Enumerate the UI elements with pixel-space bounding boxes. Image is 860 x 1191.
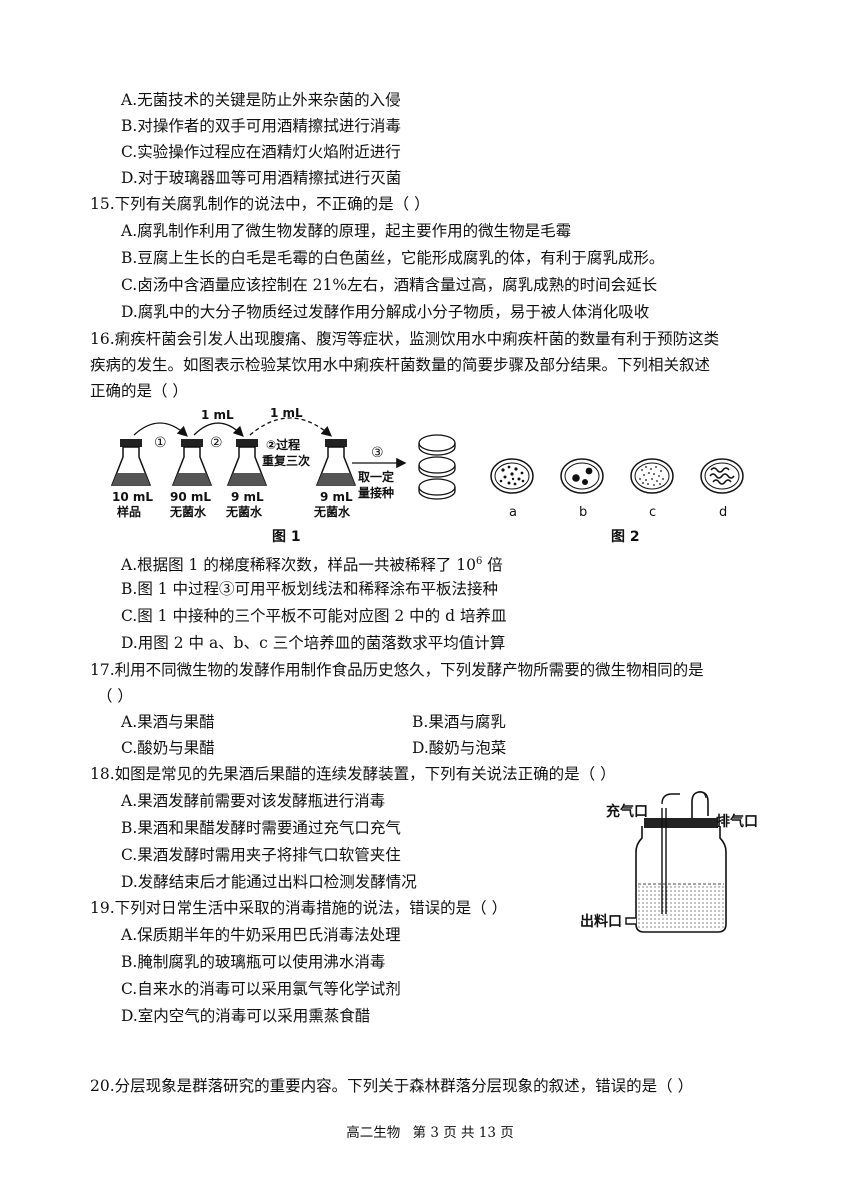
- q14-option-d: D.对于玻璃器皿等可用酒精擦拭进行灭菌: [121, 169, 402, 187]
- q16-option-a: A.根据图 1 的梯度稀释次数，样品一共被稀释了 106 倍: [121, 552, 503, 575]
- q16-option-a-exponent: 6: [476, 556, 483, 567]
- label-step2-repeat-a: ②过程: [266, 437, 300, 452]
- q19-option-c: C.自来水的消毒可以采用氯气等化学试剂: [121, 980, 401, 998]
- q15-option-b: B.豆腐上生长的白毛是毛霉的白色菌丝，它能形成腐乳的体，有利于腐乳成形。: [121, 249, 665, 267]
- petri-dish-c: [630, 458, 674, 494]
- dish-label-b: b: [579, 505, 587, 520]
- q15-option-c: C.卤汤中含酒量应该控制在 21%左右，酒精含量过高，腐乳成熟的时间会延长: [121, 276, 658, 294]
- q17-option-c: C.酸奶与果醋: [121, 739, 215, 757]
- q19-option-b: B.腌制腐乳的玻璃瓶可以使用沸水消毒: [121, 953, 386, 971]
- q15-option-d: D.腐乳中的大分子物质经过发酵作用分解成小分子物质，易于被人体消化吸收: [121, 303, 650, 321]
- arrow-repeat: [249, 417, 332, 437]
- label-step2: ②: [210, 435, 223, 451]
- flask-9ml-b: [315, 439, 357, 486]
- flask-9ml-b-volume: 9 mL: [320, 490, 353, 504]
- label-step3: ③: [371, 445, 384, 461]
- q17-option-d: D.酸奶与泡菜: [412, 739, 507, 757]
- flask-9ml-a-volume: 9 mL: [231, 490, 264, 504]
- q17-stem-line2: （ ）: [97, 687, 133, 705]
- flask-9ml-a: [226, 439, 268, 486]
- inoculated-plate-middle: [418, 456, 456, 478]
- liquid: [638, 884, 724, 930]
- q15-stem: 15.下列有关腐乳制作的说法中，不正确的是（ ）: [90, 195, 430, 213]
- arrow-step1: [133, 422, 188, 437]
- flask-sample: [110, 439, 152, 486]
- petri-dish-b: [560, 458, 604, 494]
- arrow-step2: [193, 422, 244, 437]
- label-1ml-b: 1 mL: [270, 406, 303, 420]
- q16-option-c: C.图 1 中接种的三个平板不可能对应图 2 中的 d 培养皿: [121, 607, 507, 625]
- label-discharge: 出料口: [580, 913, 622, 930]
- q14-option-c: C.实验操作过程应在酒精灯火焰附近进行: [121, 143, 401, 161]
- dish-label-a: a: [509, 505, 517, 520]
- q14-option-b: B.对操作者的双手可用酒精擦拭进行消毒: [121, 117, 401, 135]
- figure1-caption: 图 1: [272, 529, 301, 545]
- flask-90ml-label: 无菌水: [169, 504, 207, 519]
- q16-stem-line2: 疾病的发生。如图表示检验某饮用水中痢疾杆菌数量的简要步骤及部分结果。下列相关叙述: [90, 356, 711, 374]
- label-step1: ①: [154, 435, 167, 451]
- page-footer: 高二生物 第 3 页 共 13 页: [0, 1124, 860, 1142]
- label-step2-repeat-b: 重复三次: [262, 453, 310, 468]
- petri-dish-a: [490, 458, 534, 494]
- label-1ml-a: 1 mL: [201, 408, 234, 422]
- q18-option-b: B.果酒和果醋发酵时需要通过充气口充气: [121, 819, 401, 837]
- inoculated-plate-bottom: [418, 478, 456, 500]
- q17-option-a: A.果酒与果醋: [121, 713, 215, 731]
- q16-figure2-petri-dishes: a b c d: [490, 458, 744, 520]
- q18-option-c: C.果酒发酵时需用夹子将排气口软管夹住: [121, 846, 401, 864]
- dish-label-d: d: [719, 505, 727, 520]
- flask-sample-label: 样品: [117, 504, 141, 519]
- q16-stem-line3: 正确的是（ ）: [90, 382, 188, 400]
- flask-90ml-volume: 90 mL: [170, 490, 211, 504]
- figure2-caption: 图 2: [611, 529, 640, 545]
- flask-sample-volume: 10 mL: [112, 490, 153, 504]
- flask-9ml-b-label: 无菌水: [313, 504, 351, 519]
- q17-stem-line1: 17.利用不同微生物的发酵作用制作食品历史悠久，下列发酵产物所需要的微生物相同的…: [90, 661, 704, 679]
- discharge-port: [625, 917, 636, 925]
- q18-stem: 18.如图是常见的先果酒后果醋的连续发酵装置，下列有关说法正确的是（ ）: [90, 765, 616, 783]
- q17-option-b: B.果酒与腐乳: [412, 713, 506, 731]
- dish-label-c: c: [649, 505, 656, 520]
- q16-option-d: D.用图 2 中 a、b、c 三个培养皿的菌落数求平均值计算: [121, 634, 506, 652]
- inoculated-plate-top: [418, 434, 456, 456]
- footer-page-number: 第 3 页 共 13 页: [412, 1125, 514, 1141]
- q19-option-a: A.保质期半年的牛奶采用巴氏消毒法处理: [121, 926, 401, 944]
- q15-option-a: A.腐乳制作利用了微生物发酵的原理，起主要作用的微生物是毛霉: [121, 222, 572, 240]
- label-gas-inlet: 充气口: [606, 803, 648, 820]
- q18-fermentation-apparatus: 充气口 排气口 出料口: [580, 791, 758, 933]
- label-inoculate-b: 量接种: [358, 485, 394, 500]
- footer-subject: 高二生物: [346, 1125, 401, 1141]
- q18-option-d: D.发酵结束后才能通过出料口检测发酵情况: [121, 873, 417, 891]
- q16-option-a-suffix: 倍: [482, 556, 503, 575]
- q16-stem-line1: 16.痢疾杆菌会引发人出现腹痛、腹泻等症状，监测饮用水中痢疾杆菌的数量有利于预防…: [90, 330, 720, 348]
- q16-figure1-dilution-diagram: 1 mL 1 mL ① ② ②过程 重复三次 ③ 取一定 量接种 10 mL 样…: [110, 406, 456, 519]
- stopper: [644, 818, 718, 828]
- q16-option-b: B.图 1 中过程③可用平板划线法和稀释涂布平板法接种: [121, 580, 499, 598]
- q18-option-a: A.果酒发酵前需要对该发酵瓶进行消毒: [121, 792, 386, 810]
- flask-90ml: [171, 439, 213, 486]
- q14-option-a: A.无菌技术的关键是防止外来杂菌的入侵: [121, 91, 401, 109]
- petri-dish-d: [700, 458, 744, 494]
- q19-option-d: D.室内空气的消毒可以采用熏蒸食醋: [121, 1007, 371, 1025]
- label-gas-outlet: 排气口: [716, 813, 758, 830]
- q16-option-a-text: A.根据图 1 的梯度稀释次数，样品一共被稀释了 10: [121, 556, 476, 575]
- q20-stem: 20.分层现象是群落研究的重要内容。下列关于森林群落分层现象的叙述，错误的是（ …: [90, 1077, 694, 1095]
- q19-stem: 19.下列对日常生活中采取的消毒措施的说法，错误的是（ ）: [90, 899, 508, 917]
- label-inoculate-a: 取一定: [358, 469, 394, 484]
- flask-9ml-a-label: 无菌水: [225, 504, 263, 519]
